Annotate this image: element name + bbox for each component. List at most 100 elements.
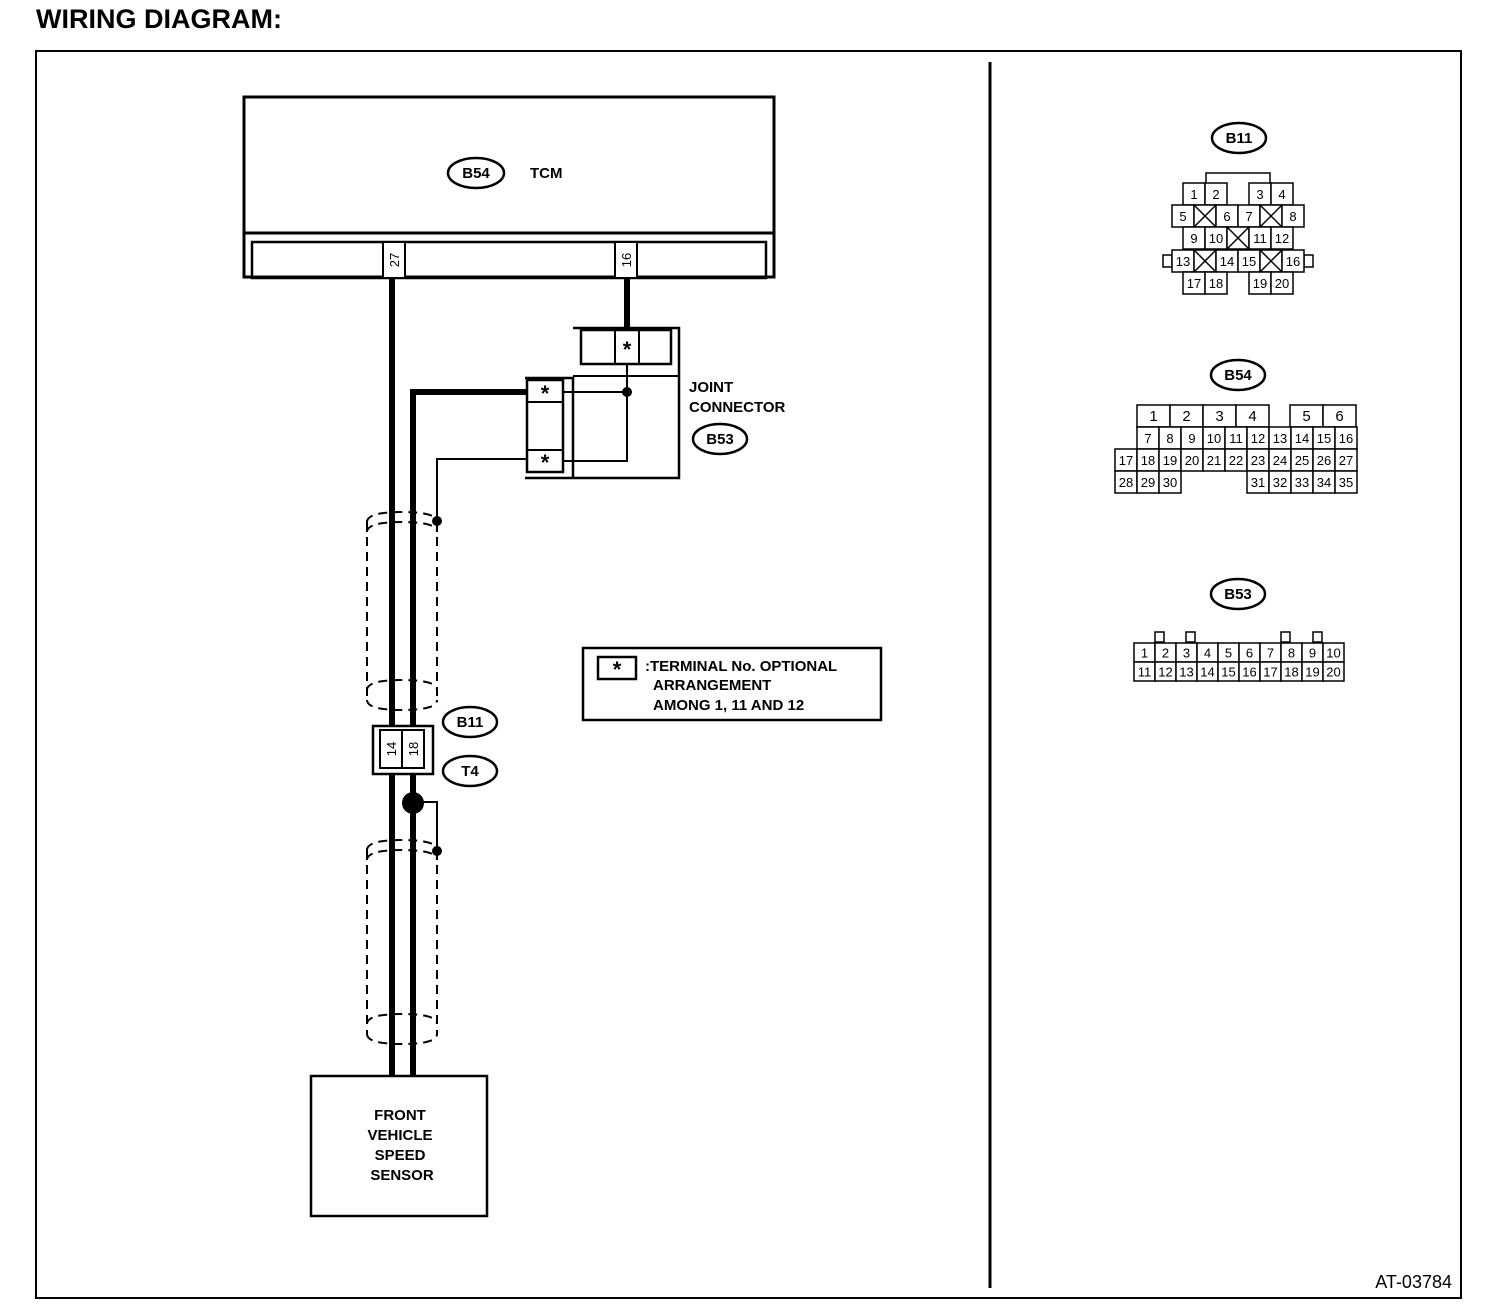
joint-label-line2: CONNECTOR [689, 399, 786, 416]
pin-number: 7 [1267, 646, 1274, 661]
pin-number: 5 [1179, 209, 1186, 224]
pin-number: 10 [1207, 431, 1221, 446]
connector-badge-label: B53 [1224, 586, 1252, 603]
pin-cell-cross [1259, 204, 1283, 228]
legend-line2: ARRANGEMENT [653, 677, 771, 694]
pin-number: 29 [1141, 475, 1155, 490]
pin-number: 9 [1188, 431, 1195, 446]
pin-number: 21 [1207, 453, 1221, 468]
pin-number: 11 [1253, 231, 1267, 246]
joint-connector: * * * JOINT CONNECTOR B53 [525, 326, 786, 480]
pin-number: 5 [1302, 408, 1310, 425]
page-title: WIRING DIAGRAM: [36, 4, 282, 34]
connector-tab [1185, 631, 1196, 643]
intermediate-pin-14: 14 [384, 742, 399, 756]
joint-terminal-mark-2: * [541, 450, 550, 475]
pin-cell [1270, 226, 1294, 250]
sensor-label-line2: VEHICLE [367, 1127, 432, 1144]
pin-number: 20 [1185, 453, 1199, 468]
pin-number: 12 [1251, 431, 1265, 446]
pin-number: 8 [1166, 431, 1173, 446]
intermediate-pin-18: 18 [406, 742, 421, 756]
pin-number: 18 [1284, 665, 1298, 680]
pin-number: 12 [1275, 231, 1289, 246]
pin-number: 4 [1248, 408, 1256, 425]
joint-label-line1: JOINT [689, 379, 733, 396]
wire-joint-shield [436, 458, 528, 521]
pin-number: 14 [1295, 431, 1309, 446]
pin-number: 1 [1149, 408, 1157, 425]
pin-number: 26 [1317, 453, 1331, 468]
pin-number: 1 [1141, 646, 1148, 661]
pin-cell [1158, 470, 1182, 494]
pin-number: 10 [1326, 646, 1340, 661]
diagram-frame [35, 50, 1462, 1299]
pin-cell-cross [1259, 249, 1283, 273]
pin-number: 18 [1141, 453, 1155, 468]
intermediate-connector-id-bottom: T4 [461, 763, 479, 780]
pin-number: 32 [1273, 475, 1287, 490]
pin-number: 13 [1273, 431, 1287, 446]
pin-number: 18 [1209, 276, 1223, 291]
pin-number: 1 [1190, 187, 1197, 202]
legend-mark: * [613, 657, 622, 682]
connector-tab [1312, 631, 1323, 643]
pin-number: 3 [1215, 408, 1223, 425]
tcm-label: TCM [530, 165, 563, 182]
connector-latch [1205, 172, 1271, 183]
sensor-label-line4: SENSOR [370, 1167, 434, 1184]
intermediate-connector: 14 18 B11 T4 [371, 705, 499, 814]
pin-number: 4 [1204, 646, 1211, 661]
pin-number: 24 [1273, 453, 1287, 468]
pin-number: 3 [1183, 646, 1190, 661]
pin-number: 28 [1119, 475, 1133, 490]
sensor-label-line1: FRONT [374, 1107, 426, 1124]
shield-upper-dot [432, 516, 442, 526]
document-code: AT-03784 [1375, 1272, 1452, 1292]
pin-number: 17 [1263, 665, 1277, 680]
pin-cell-cross [1226, 226, 1250, 250]
pin-cell [1204, 271, 1228, 295]
pin-number: 17 [1187, 276, 1201, 291]
pin-number: 33 [1295, 475, 1309, 490]
pin-cell [1322, 661, 1345, 682]
connector-tab [1154, 631, 1165, 643]
shield-lower [366, 838, 438, 1046]
pin-number: 22 [1229, 453, 1243, 468]
connector-badge [1209, 577, 1267, 611]
pin-number: 14 [1200, 665, 1214, 680]
pin-number: 25 [1295, 453, 1309, 468]
shield-upper [366, 510, 438, 712]
connector-badge-label: B11 [1226, 130, 1253, 147]
connector-tab [1303, 254, 1314, 268]
tcm-connector-badge [446, 156, 506, 190]
pin-number: 16 [1339, 431, 1353, 446]
pin-number: 10 [1209, 231, 1223, 246]
tcm-pin-16: 16 [619, 253, 634, 267]
tcm-pin-27: 27 [387, 253, 402, 267]
joint-connector-badge [691, 422, 749, 456]
pin-number: 27 [1339, 453, 1353, 468]
pin-number: 11 [1229, 431, 1243, 446]
pin-number: 34 [1317, 475, 1331, 490]
intermediate-connector-id-top: B11 [457, 714, 484, 731]
pin-number: 7 [1245, 209, 1252, 224]
pin-number: 5 [1225, 646, 1232, 661]
joint-terminal-mark-1: * [541, 381, 550, 406]
pin-number: 2 [1162, 646, 1169, 661]
shield-lower-dot [432, 846, 442, 856]
pin-cell-cross [1193, 249, 1217, 273]
pin-cell [1334, 470, 1358, 494]
pin-number: 8 [1288, 646, 1295, 661]
connector-tab [1162, 254, 1173, 268]
connector-badge-label: B54 [1224, 367, 1252, 384]
pin-number: 20 [1326, 665, 1340, 680]
tcm-module: B54 TCM 27 16 [242, 95, 776, 280]
pin-cell [1270, 271, 1294, 295]
pin-number: 2 [1212, 187, 1219, 202]
pin-number: 15 [1221, 665, 1235, 680]
pin-number: 9 [1309, 646, 1316, 661]
